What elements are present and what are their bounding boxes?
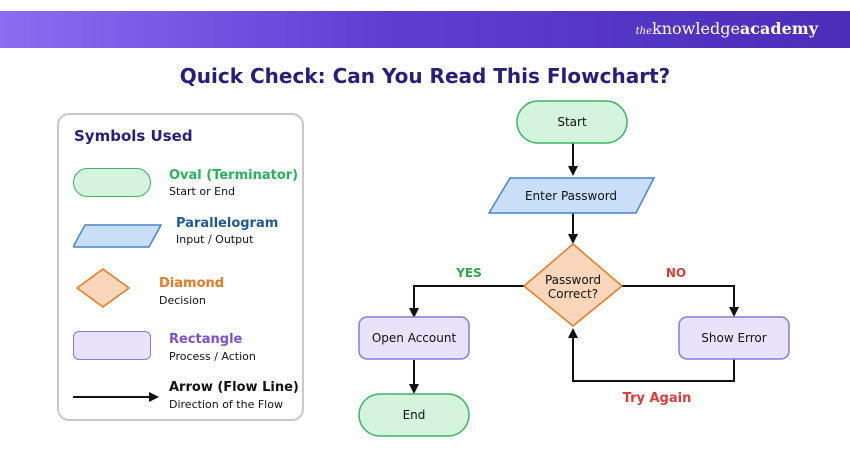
legend-item-diamond-name: Diamond <box>159 276 225 291</box>
page-title: Quick Check: Can You Read This Flowchart… <box>179 64 671 88</box>
show-error-label: Show Error <box>701 331 767 345</box>
legend-item-oval-name: Oval (Terminator) <box>169 168 299 183</box>
arrow-symbol <box>73 392 159 402</box>
arrow-no-branch <box>622 285 739 317</box>
arrow-try-again-loop <box>568 328 735 382</box>
brand-logo: theknowledgeacademy <box>635 19 818 38</box>
legend-item-arrow-desc: Direction of the Flow <box>169 398 283 411</box>
open-account-process <box>358 316 470 360</box>
oval-symbol <box>73 168 151 197</box>
diamond-symbol <box>76 268 130 308</box>
legend-item-parallelogram-desc: Input / Output <box>176 233 254 246</box>
no-label: NO <box>666 266 686 280</box>
legend-item-diamond-desc: Decision <box>159 294 206 307</box>
legend-item-oval-desc: Start or End <box>169 185 236 198</box>
legend-item-rectangle-desc: Process / Action <box>169 350 256 363</box>
decision-label-line1: Password <box>545 273 601 287</box>
rectangle-symbol <box>73 331 151 360</box>
open-account-label: Open Account <box>372 331 457 345</box>
parallelogram-symbol <box>73 224 163 248</box>
legend-panel: Symbols Used Oval (Terminator) Start or … <box>57 113 304 421</box>
header-banner: theknowledgeacademy <box>0 11 850 48</box>
legend-item-arrow-name: Arrow (Flow Line) <box>169 380 299 395</box>
end-terminator <box>358 393 470 437</box>
yes-label: YES <box>455 266 482 280</box>
legend-item-parallelogram-name: Parallelogram <box>176 216 279 231</box>
try-again-label: Try Again <box>623 391 692 406</box>
show-error-process <box>678 316 790 360</box>
enter-password-label: Enter Password <box>525 189 617 203</box>
end-label: End <box>403 408 426 422</box>
password-decision <box>523 243 623 327</box>
legend-title: Symbols Used <box>74 127 193 145</box>
decision-label-line2: Correct? <box>548 287 598 301</box>
enter-password-io <box>487 177 656 214</box>
start-terminator <box>516 100 628 144</box>
arrow-yes-branch <box>409 285 524 318</box>
legend-item-rectangle-name: Rectangle <box>169 332 243 347</box>
start-label: Start <box>557 115 587 129</box>
